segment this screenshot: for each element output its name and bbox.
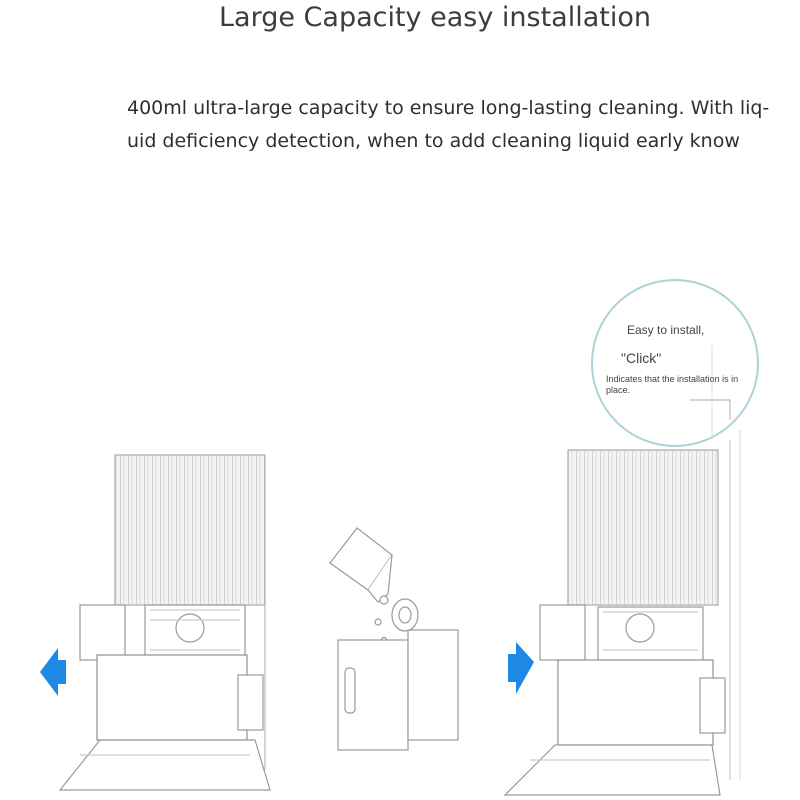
water-tank [337, 598, 459, 751]
arrow-left-icon [40, 648, 66, 696]
page-title: Large Capacity easy installation [219, 2, 651, 33]
description-line-1: 400ml ultra-large capacity to ensure lon… [127, 97, 770, 119]
base-station-left [58, 454, 271, 791]
callout-line-3: Indicates that the installation is in pl… [606, 374, 739, 395]
callout-circle [591, 279, 759, 447]
description: 400ml ultra-large capacity to ensure lon… [127, 92, 770, 158]
solution-bottle [329, 527, 393, 644]
callout-line-2: "Click" [621, 350, 662, 366]
callout-line-1: Easy to install, [627, 323, 705, 337]
arrow-right-icon [508, 642, 534, 694]
base-station-right [503, 430, 741, 796]
description-line-2: uid deficiency detection, when to add cl… [127, 130, 740, 152]
